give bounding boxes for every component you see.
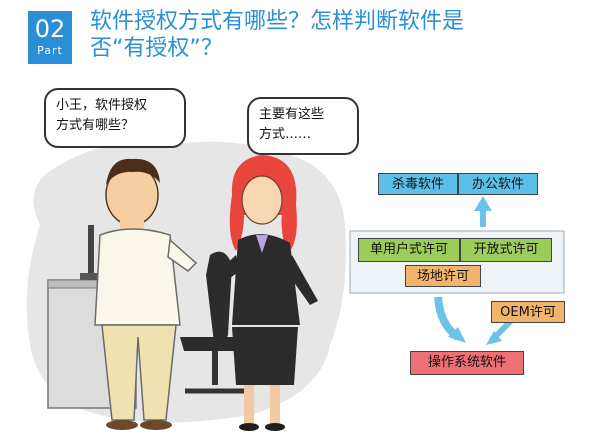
operating-system-software-box: 操作系统软件 bbox=[410, 351, 524, 375]
title-line-1: 软件授权方式有哪些？怎样判断软件是 bbox=[90, 9, 465, 34]
part-number: 02 bbox=[34, 15, 66, 43]
open-license-box: 开放式许可 bbox=[460, 238, 552, 262]
oem-license-box: OEM许可 bbox=[491, 301, 565, 323]
man-speech-bubble: 小王，软件授权 方式有哪些？ bbox=[44, 88, 186, 148]
page-title: 软件授权方式有哪些？怎样判断软件是 否“有授权”？ bbox=[90, 8, 580, 62]
woman-speech-line-2: 方式…… bbox=[259, 127, 312, 142]
monitor bbox=[88, 225, 94, 280]
woman-speech-line-1: 主要有这些 bbox=[259, 107, 325, 122]
title-line-2: 否“有授权”？ bbox=[90, 36, 223, 61]
woman-speech-bubble: 主要有这些 方式…… bbox=[247, 97, 359, 155]
site-license-box: 场地许可 bbox=[405, 265, 481, 287]
man-figure bbox=[94, 158, 198, 430]
part-label: Part bbox=[37, 44, 63, 57]
part-badge: 02 Part bbox=[28, 11, 72, 64]
man-speech-line-2: 方式有哪些？ bbox=[56, 118, 135, 133]
man-speech-line-1: 小王，软件授权 bbox=[56, 98, 148, 113]
illustration-scene: 小王，软件授权 方式有哪些？ 主要有这些 方式…… 杀毒软件 办公软件 单用户式… bbox=[0, 75, 600, 437]
woman-figure bbox=[208, 155, 318, 431]
office-software-box: 办公软件 bbox=[458, 173, 538, 195]
single-user-license-box: 单用户式许可 bbox=[358, 238, 460, 262]
antivirus-software-box: 杀毒软件 bbox=[378, 173, 458, 195]
